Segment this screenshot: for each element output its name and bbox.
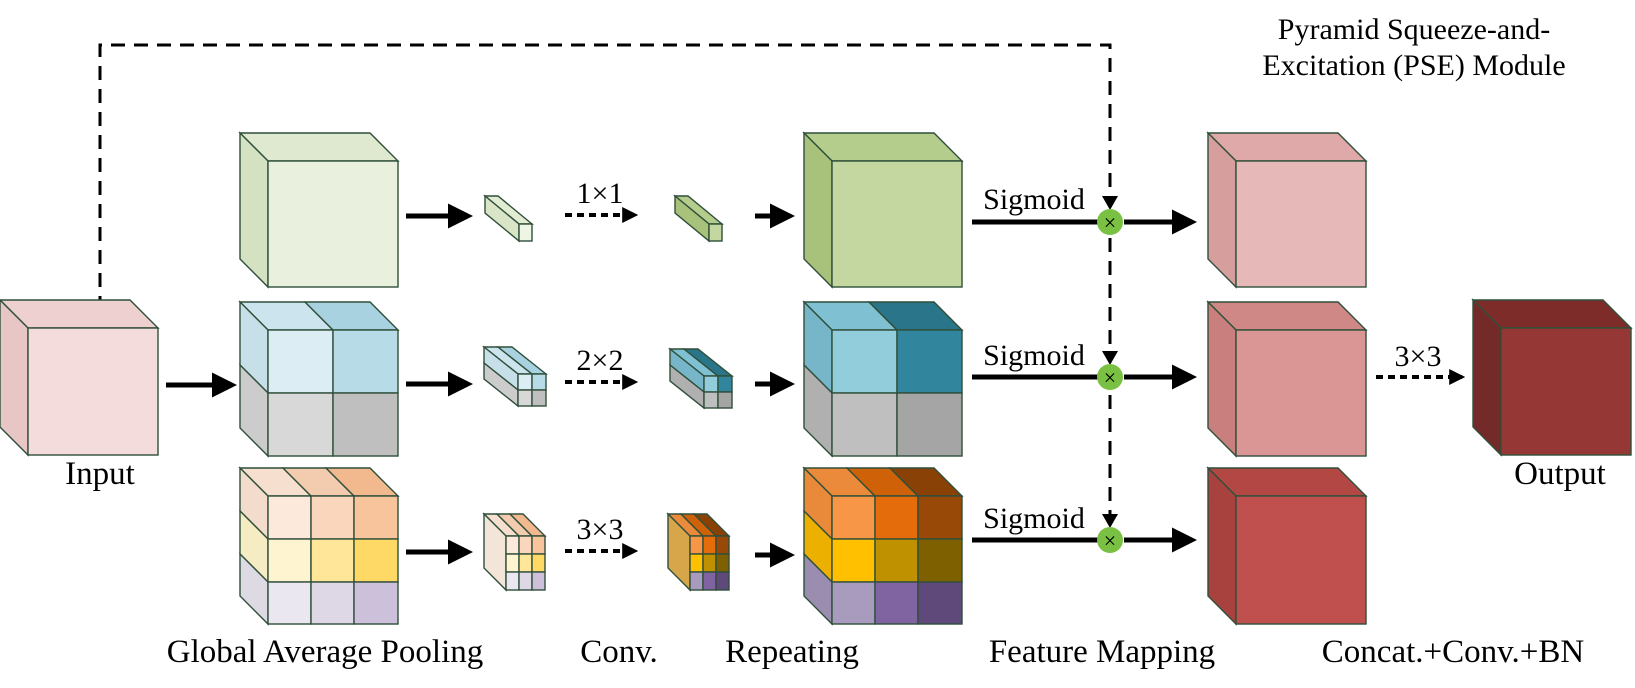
branch1-pooled-vector — [483, 194, 534, 243]
branch3-multiply-symbol: × — [1104, 528, 1116, 553]
branch2-sigmoid-label: Sigmoid — [983, 339, 1085, 372]
branch1-output-cube — [1206, 131, 1368, 289]
skip-arrowhead-2 — [1102, 351, 1118, 365]
output-label: Output — [1514, 456, 1606, 492]
branch1-conv-vector — [673, 194, 724, 243]
module-title-line1: Pyramid Squeeze-and- — [1278, 13, 1550, 46]
skip-arrowhead-3 — [1102, 514, 1118, 528]
input-cube — [0, 299, 160, 457]
branch1-multiply-symbol: × — [1104, 210, 1116, 235]
branch3-sigmoid-label: Sigmoid — [983, 502, 1085, 535]
branch1-multiply-node — [1097, 209, 1123, 235]
branch1-repeated-cube — [802, 131, 964, 289]
branch2-conv-op: 2×2 — [577, 344, 624, 377]
module-title-line2: Excitation (PSE) Module — [1262, 49, 1565, 82]
feature-mapping-caption: Feature Mapping — [989, 634, 1215, 670]
branch3-conv-vector — [666, 512, 731, 592]
output-cube — [1471, 298, 1633, 457]
input-skip-path — [98, 43, 1112, 310]
branch3-pooled-vector — [482, 512, 547, 592]
branch1-feature-cube — [238, 131, 400, 289]
final-conv-op: 3×3 — [1395, 340, 1442, 373]
branch3-multiply-node — [1097, 527, 1123, 553]
branch2-repeated-cube — [802, 300, 964, 458]
gap-caption: Global Average Pooling — [167, 634, 484, 670]
branch2-output-cube — [1206, 300, 1368, 458]
skip-arrowhead-1 — [1102, 196, 1118, 210]
branch2-feature-cube — [238, 300, 400, 458]
branch3-repeated-cube — [802, 466, 964, 626]
branch2-conv-vector — [667, 347, 735, 410]
branch2-multiply-node — [1097, 364, 1123, 390]
branch1-conv-op: 1×1 — [577, 177, 624, 210]
branch1-sigmoid-label: Sigmoid — [983, 183, 1085, 216]
branch2-multiply-symbol: × — [1104, 365, 1116, 390]
input-label: Input — [65, 456, 135, 492]
repeating-caption: Repeating — [725, 634, 859, 670]
branch2-pooled-vector — [481, 345, 549, 408]
branch3-output-cube — [1206, 466, 1368, 626]
branch3-conv-op: 3×3 — [577, 513, 624, 546]
concat-caption: Concat.+Conv.+BN — [1322, 634, 1585, 670]
branch3-feature-cube — [238, 466, 400, 626]
conv-caption: Conv. — [580, 634, 658, 670]
